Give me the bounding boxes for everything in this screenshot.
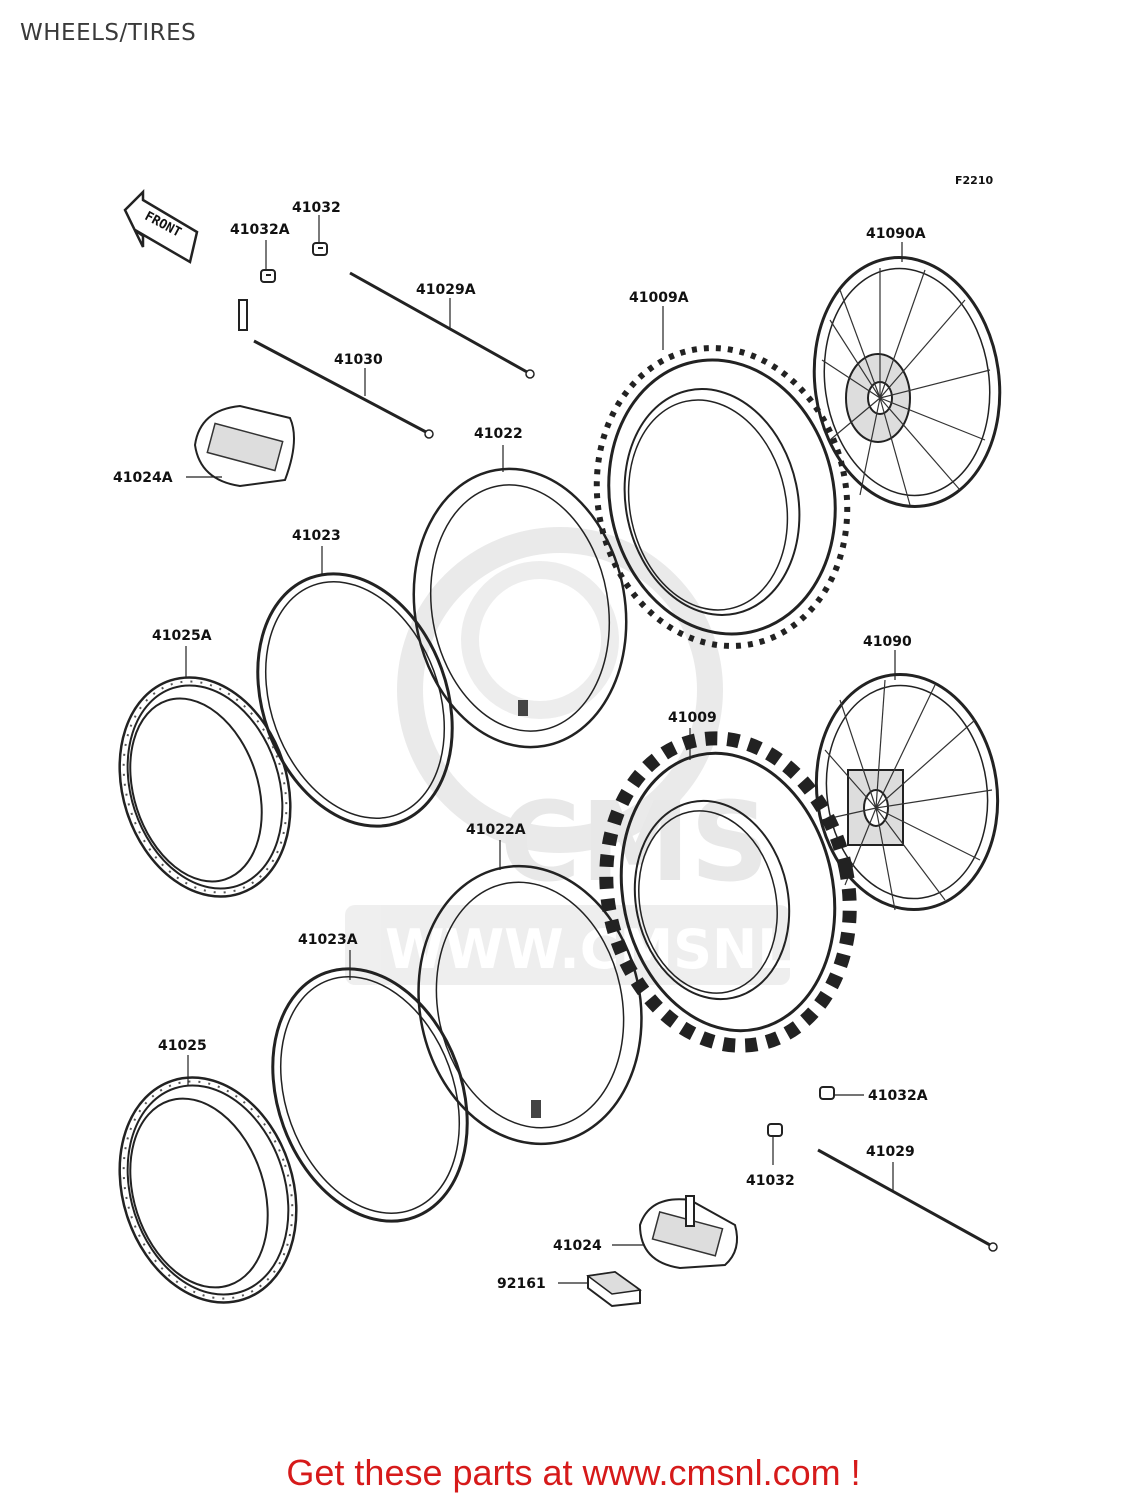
figure-code: F2210 <box>955 174 993 187</box>
label-41024: 41024 <box>553 1238 602 1254</box>
label-41029: 41029 <box>866 1144 915 1160</box>
rim-41025a <box>118 676 292 898</box>
label-41032a-top: 41032A <box>230 222 290 238</box>
watermark-url: WWW.CMSNL.COM <box>385 918 951 981</box>
spoke-nipple-41032-bottom <box>767 1123 783 1137</box>
footer-promo-link[interactable]: Get these parts at www.cmsnl.com ! <box>286 1452 861 1493</box>
rim-strip-41023a <box>271 967 469 1223</box>
spoke-41030 <box>253 339 434 439</box>
label-41032-top: 41032 <box>292 200 341 216</box>
label-41009a: 41009A <box>629 290 689 306</box>
rim-band-41024a <box>193 299 295 488</box>
wheel-41090a <box>812 256 1002 508</box>
label-41032a-bottom: 41032A <box>868 1088 928 1104</box>
label-41025a: 41025A <box>152 628 212 644</box>
label-41023: 41023 <box>292 528 341 544</box>
tire-41009 <box>599 731 857 1053</box>
front-arrow-icon: FRONT <box>123 188 199 264</box>
spoke-nipple-41032a-top <box>260 269 276 283</box>
spoke-nipple-41032a-bottom <box>819 1086 835 1100</box>
page-title: WHEELS/TIRES <box>20 20 197 46</box>
label-41032-bottom: 41032 <box>746 1173 795 1189</box>
label-92161: 92161 <box>497 1276 546 1292</box>
rim-band-41024 <box>638 1195 738 1270</box>
label-41023a: 41023A <box>298 932 358 948</box>
label-41030: 41030 <box>334 352 383 368</box>
cms-watermark: CMS WWW.CMSNL.COM <box>345 527 951 985</box>
label-41029a: 41029A <box>416 282 476 298</box>
spoke-nipple-41032-top <box>312 242 328 256</box>
tire-41009a <box>593 345 851 649</box>
rim-lock-92161 <box>586 1270 642 1308</box>
label-41009: 41009 <box>668 710 717 726</box>
label-41024a: 41024A <box>113 470 173 486</box>
inner-tube-41022 <box>412 467 628 749</box>
spoke-41029 <box>817 1148 998 1252</box>
wheel-41090 <box>814 672 1000 912</box>
label-41022a: 41022A <box>466 822 526 838</box>
inner-tube-41022a <box>417 864 643 1146</box>
label-41090: 41090 <box>863 634 912 650</box>
label-41025: 41025 <box>158 1038 207 1054</box>
label-41022: 41022 <box>474 426 523 442</box>
label-41090a: 41090A <box>866 226 926 242</box>
spoke-41029a <box>349 271 535 379</box>
rim-41025 <box>118 1076 298 1304</box>
